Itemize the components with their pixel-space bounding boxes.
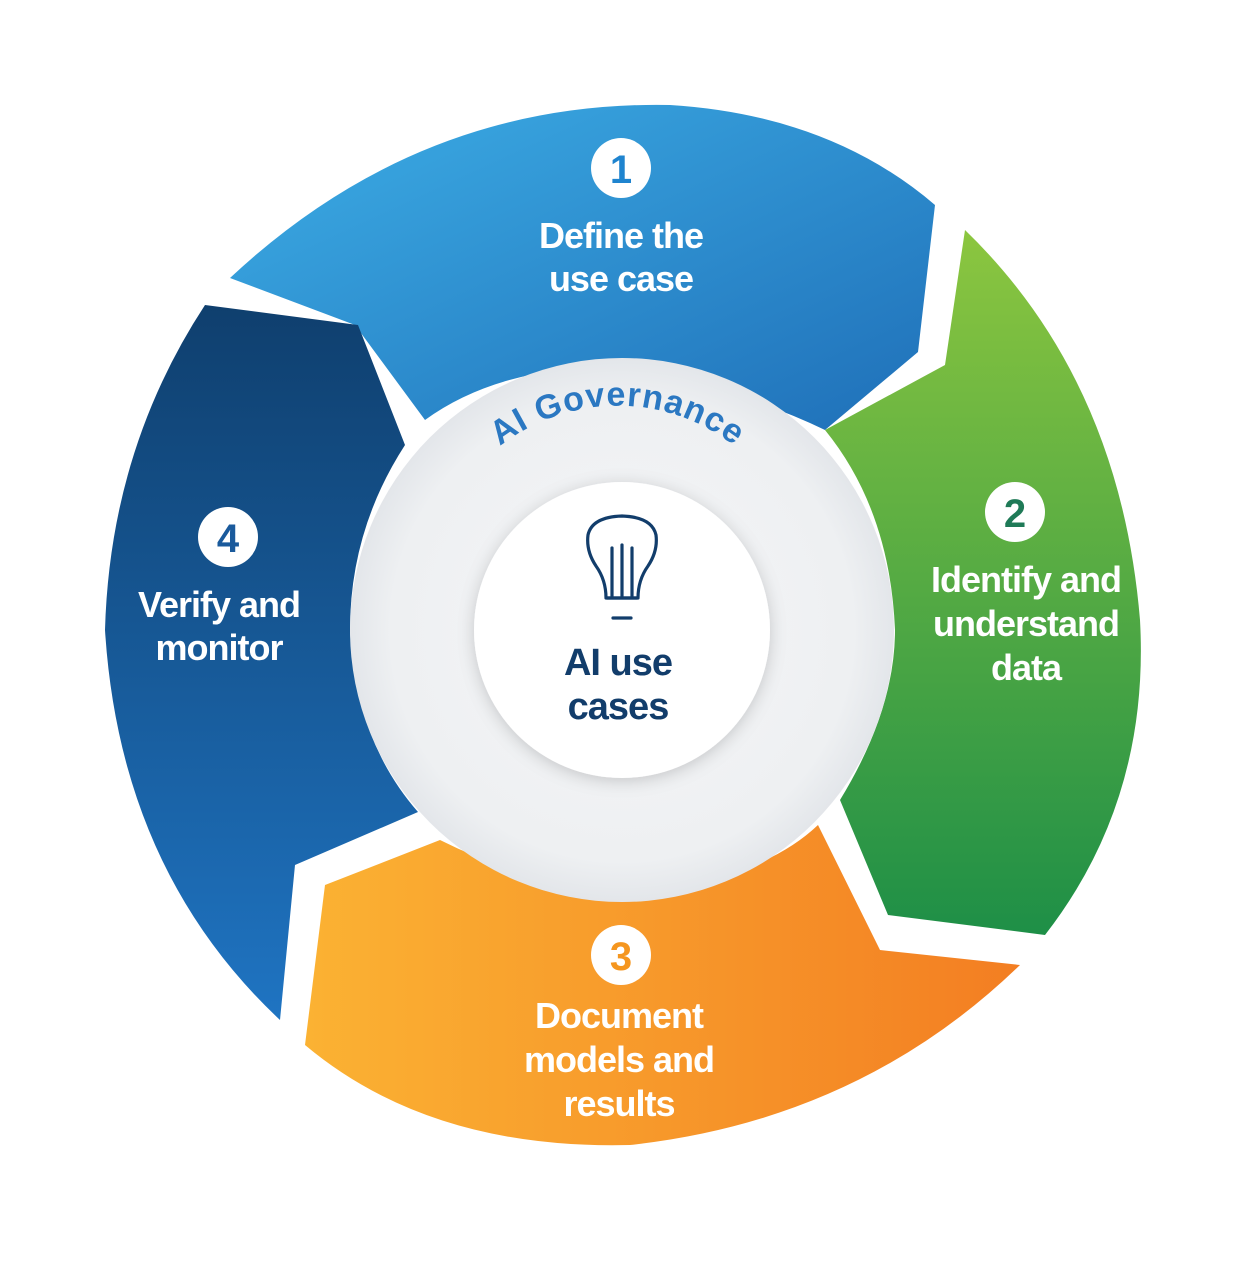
stage-2-number: 2 xyxy=(1004,492,1026,536)
stage-1-label-line-1: Define the xyxy=(539,215,703,256)
stage-1-number-badge xyxy=(591,138,651,198)
stage-4-label-line-2: monitor xyxy=(156,627,284,668)
stage-2-label-line-2: understand xyxy=(933,603,1119,644)
stage-4-segment xyxy=(105,305,418,1020)
lightbulb-icon xyxy=(586,514,658,620)
stage-1-segment xyxy=(230,104,935,430)
stage-4-number: 4 xyxy=(217,517,240,561)
stage-3-label-line-3: results xyxy=(563,1083,674,1124)
stage-3-number: 3 xyxy=(610,935,632,979)
center-circle xyxy=(474,482,770,778)
stage-3-segment xyxy=(305,825,1020,1146)
stage-2-label-line-3: data xyxy=(991,647,1063,688)
stage-3-label-line-2: models and xyxy=(524,1039,714,1080)
stage-2-label-line-1: Identify and xyxy=(931,559,1121,600)
stage-3-number-badge xyxy=(591,925,651,985)
center-label-line-2: cases xyxy=(568,686,669,728)
stage-2-segment xyxy=(825,230,1141,935)
stage-3-label-line-1: Document xyxy=(535,995,704,1036)
center-label-line-1: AI use xyxy=(564,642,672,684)
stage-1-label-line-2: use case xyxy=(549,258,693,299)
stage-1-number: 1 xyxy=(610,148,632,192)
stage-2-number-badge xyxy=(985,482,1045,542)
stage-4-number-badge xyxy=(198,507,258,567)
stage-4-label-line-1: Verify and xyxy=(138,584,300,625)
